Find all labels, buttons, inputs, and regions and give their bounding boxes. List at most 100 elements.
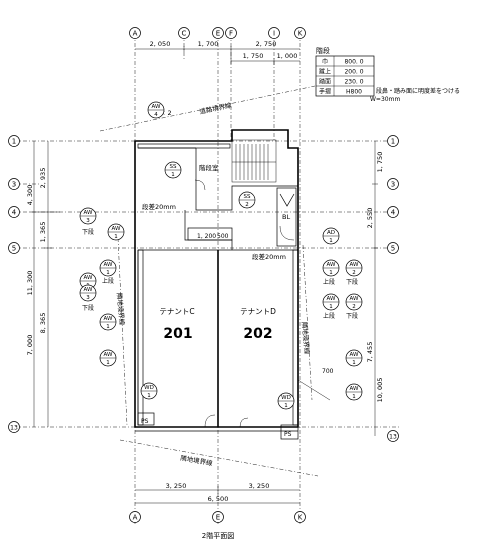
svg-text:3: 3 [86, 218, 90, 224]
dim-right-10005: 10, 005 [376, 378, 384, 403]
tenant-c-name: テナントC [159, 307, 194, 316]
svg-text:SS: SS [170, 164, 177, 170]
svg-text:AW: AW [112, 226, 121, 232]
window-mark-aw-left-5: AW 3 [79, 284, 97, 302]
stair-treads [231, 139, 277, 183]
window-mark-aw-left-7: AW 1 [99, 349, 117, 367]
grid-bubble-top-a: A [129, 27, 141, 39]
window-mark-ad: AD 1 [322, 227, 340, 245]
svg-text:AW: AW [84, 275, 93, 281]
step-label-upper: 段差20mm [142, 202, 176, 211]
dim-label-500: 500 [217, 233, 229, 240]
svg-text:1: 1 [329, 270, 333, 276]
grid-bubble-top-k: K [294, 27, 306, 39]
window-mark-ss-1: SS 1 [164, 161, 182, 179]
lower-step-label: 下段 [346, 278, 358, 286]
grid-bubble-right-4: 4 [387, 206, 399, 218]
svg-text:2: 2 [245, 202, 249, 208]
dimensions-top: 2, 050 1, 700 2, 750 1, 750 1, 000 [135, 40, 300, 65]
svg-text:4: 4 [391, 209, 396, 217]
ps-label-right: PS [284, 431, 292, 438]
dimensions-bottom: 3, 250 3, 250 6, 500 [135, 482, 300, 504]
svg-text:1: 1 [106, 270, 110, 276]
sheet-title: 2階平面図 [202, 531, 234, 540]
stair-row-value: 200. 0 [344, 69, 363, 76]
stair-note: 段鼻・踏み面に明度差をつける [376, 87, 460, 95]
dim-right-7455: 7, 455 [366, 342, 374, 363]
stair-row-key: 手摺 [319, 88, 331, 96]
stair-row-value: 230. 0 [344, 79, 363, 86]
dim-top-2750: 2, 750 [256, 40, 277, 48]
upper-step-label: 上段 [323, 312, 335, 320]
svg-text:1: 1 [352, 360, 356, 366]
grid-bubble-right-1: 1 [387, 135, 399, 147]
stair-info-table: 階段 巾 800. 0 蹴上 200. 0 踏面 230. 0 手摺 H800 … [315, 46, 460, 103]
dim-right-1750: 1, 750 [376, 152, 384, 173]
svg-text:1: 1 [329, 238, 333, 244]
svg-text:E: E [216, 30, 220, 38]
svg-text:I: I [273, 30, 275, 38]
window-mark-aw-left-4: AW 1 [99, 259, 117, 277]
stair-note-width: W=30mm [370, 96, 400, 103]
svg-text:1: 1 [284, 403, 288, 409]
dim-left-4300: 4, 300 [26, 185, 34, 206]
svg-text:1: 1 [171, 172, 175, 178]
dim-top-1000: 1, 000 [277, 52, 298, 60]
svg-text:1: 1 [329, 304, 333, 310]
svg-text:AD: AD [327, 230, 335, 236]
svg-text:2: 2 [352, 304, 356, 310]
dimensions-right: 1, 750 2, 550 7, 455 10, 005 [366, 141, 384, 436]
dimensions-left: 2, 935 4, 300 1, 365 11, 300 8, 365 7, 0… [26, 141, 60, 427]
stair-room-label: 階段室 [199, 163, 219, 172]
grid-bubble-right-3: 3 [387, 178, 399, 190]
svg-text:F: F [229, 30, 233, 38]
upper-step-label: 上段 [102, 277, 114, 285]
lower-step-label: 下段 [346, 312, 358, 320]
svg-text:5: 5 [391, 245, 395, 253]
window-mark-aw-right-2: AW 2 [345, 259, 363, 277]
dim-left-1365: 1, 365 [39, 222, 47, 243]
grid-bubble-left-1: 1 [8, 135, 20, 147]
svg-text:1: 1 [147, 393, 151, 399]
window-mark-aw-left-2: AW 1 [107, 223, 125, 241]
svg-text:1: 1 [12, 138, 16, 146]
grid-bubble-right-13: 13 [387, 430, 399, 442]
svg-text:1: 1 [106, 324, 110, 330]
svg-text:1: 1 [352, 394, 356, 400]
svg-text:AW: AW [327, 296, 336, 302]
dim-right-2550: 2, 550 [366, 208, 374, 229]
window-mark-aw-right-1: AW 1 [322, 259, 340, 277]
window-mark-aw-top: AW 4 [147, 101, 165, 119]
grid-bubble-top-c: C [178, 27, 190, 39]
svg-text:1: 1 [114, 234, 118, 240]
window-mark-aw-right-6: AW 1 [345, 383, 363, 401]
stair-row-value: 800. 0 [344, 59, 363, 66]
svg-text:AW: AW [84, 210, 93, 216]
svg-text:AW: AW [350, 296, 359, 302]
svg-text:1: 1 [106, 360, 110, 366]
svg-text:AW: AW [350, 386, 359, 392]
svg-text:WD: WD [281, 395, 291, 401]
svg-text:AW: AW [104, 262, 113, 268]
window-mark-aw-right-3: AW 1 [322, 293, 340, 311]
unit-number-201: 201 [163, 326, 192, 342]
grid-bubble-bottom-a: A [129, 511, 141, 523]
svg-text:3: 3 [12, 181, 16, 189]
dim-left-8365: 8, 365 [39, 313, 47, 334]
svg-text:13: 13 [389, 434, 397, 441]
grid-bubble-left-13: 13 [8, 421, 20, 433]
grid-bubble-left-3: 3 [8, 178, 20, 190]
svg-text:E: E [216, 514, 220, 522]
svg-text:5: 5 [12, 245, 16, 253]
dim-left-11300: 11, 300 [26, 271, 34, 296]
svg-text:K: K [298, 30, 303, 38]
site-boundary-bottom-label: 隣地境界線 [180, 453, 214, 468]
svg-text:AW: AW [104, 352, 113, 358]
svg-text:4: 4 [12, 209, 17, 217]
site-boundary-left-label: 隣地境界線 [115, 292, 127, 326]
dim-bottom-3250-right: 3, 250 [249, 482, 270, 490]
window-mark-aw-right-4: AW 2 [345, 293, 363, 311]
svg-text:WD: WD [144, 385, 154, 391]
dim-bottom-3250-left: 3, 250 [166, 482, 187, 490]
